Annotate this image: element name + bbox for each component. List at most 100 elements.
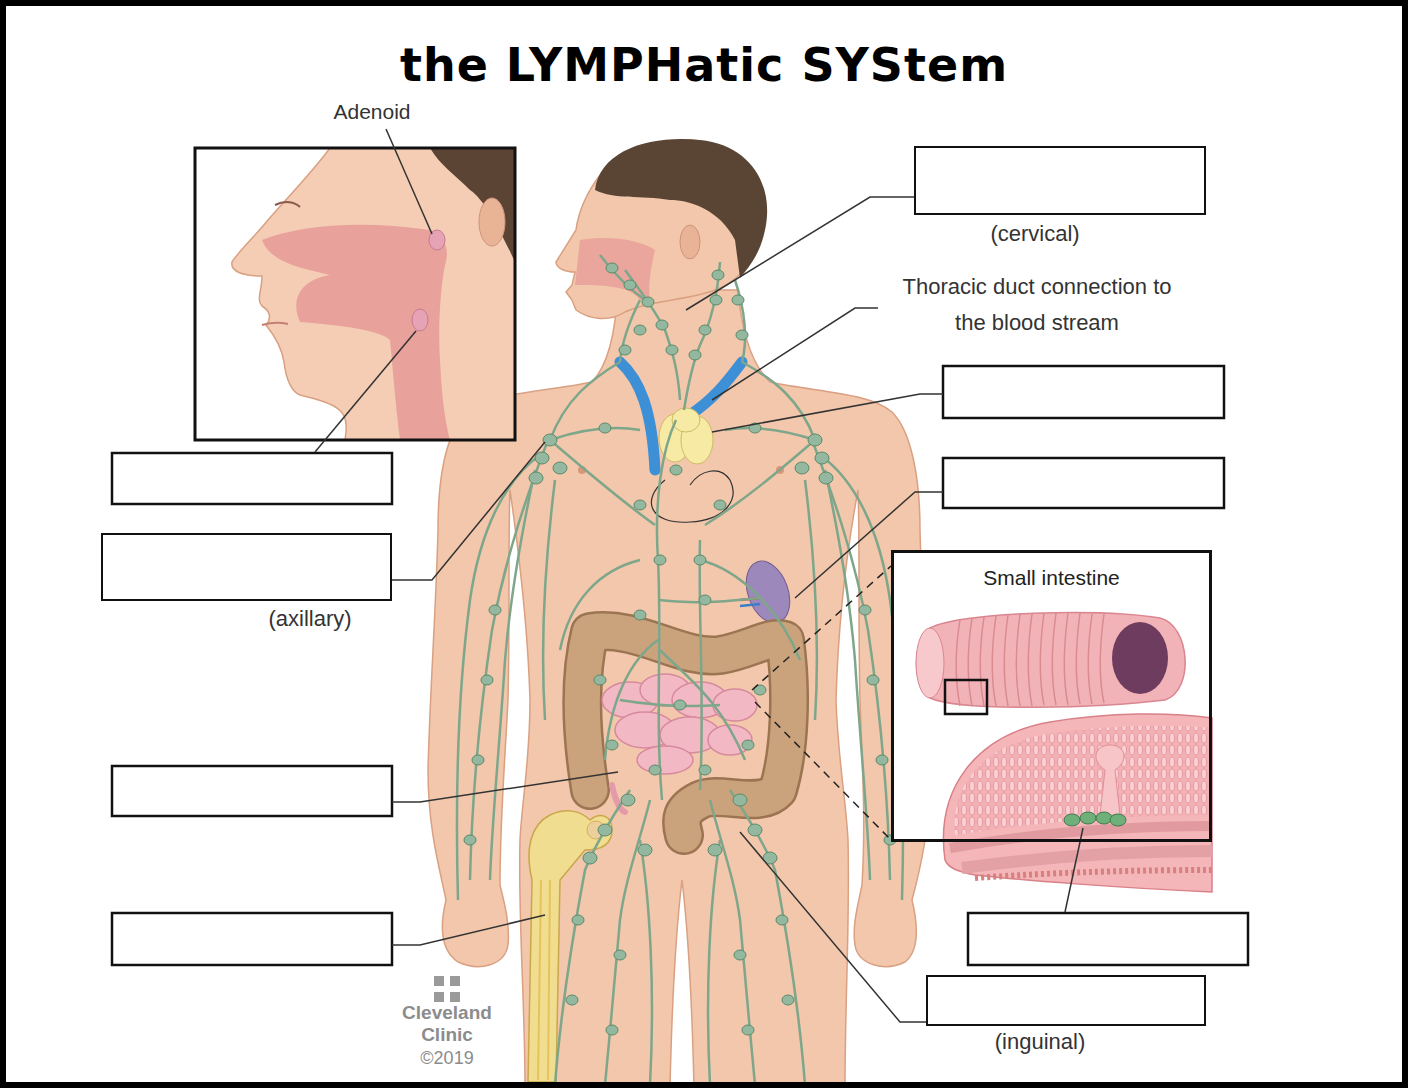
sublabel-holder: (axillary)	[268, 605, 351, 633]
lymph-node	[529, 472, 543, 484]
lymph-vessel	[470, 440, 548, 880]
intestine-lumen	[1112, 622, 1168, 694]
peyers-patch	[1064, 812, 1126, 826]
label-box	[914, 146, 1206, 215]
part-label: Thoracic duct connection to the blood st…	[887, 269, 1187, 341]
lymph-vessel	[605, 640, 658, 760]
lymph-node	[481, 675, 493, 685]
lymph-vessel	[700, 540, 702, 790]
answer-box	[112, 366, 1248, 965]
lymph-node	[553, 462, 567, 474]
panel-title-holder: Small intestine	[894, 565, 1209, 591]
airway	[262, 225, 450, 440]
sublabel-holder: (cervical)	[990, 220, 1079, 248]
airway-shading	[575, 238, 655, 300]
lymph-node	[819, 472, 833, 484]
tonsil	[412, 309, 428, 331]
region-sublabel: (axillary)	[268, 605, 351, 633]
lymph-vessel	[805, 480, 817, 720]
face-profile	[232, 148, 515, 440]
peyers-patch	[1096, 812, 1112, 824]
colon	[582, 631, 789, 835]
part-label: Adenoid	[333, 99, 410, 125]
face-inset	[232, 148, 515, 440]
lymph-node	[656, 320, 668, 330]
leader-line	[315, 331, 416, 452]
leader-line	[392, 442, 545, 580]
leader-line	[315, 129, 1083, 1022]
region-box: (inguinal)	[926, 975, 1206, 1056]
answer-box	[112, 453, 392, 504]
lymph-node	[808, 434, 822, 446]
lymph-vessel	[457, 455, 540, 900]
lymph-node	[606, 1025, 618, 1035]
lymph-vessel	[725, 428, 815, 440]
leader-line	[755, 702, 891, 840]
lymph-vessel	[550, 428, 640, 440]
lymph-node	[624, 280, 636, 290]
lymph-vessel	[705, 440, 815, 525]
lymph-node	[795, 462, 809, 474]
lymph-node	[599, 423, 611, 433]
lymph-vessel	[657, 420, 676, 800]
lymph-node	[694, 555, 706, 565]
mouth	[262, 323, 288, 325]
vein	[740, 604, 760, 606]
lymph-vessel	[735, 280, 745, 362]
muscle-layer	[975, 870, 1212, 878]
lymph-node	[621, 794, 635, 806]
logo-icon	[434, 976, 460, 1002]
lymph-node	[606, 263, 618, 273]
spleen	[738, 555, 797, 629]
lymph-node	[742, 740, 754, 750]
leader-line	[752, 566, 891, 690]
logo-icon	[434, 976, 444, 986]
logo-icon	[434, 992, 444, 1002]
lymph-node	[708, 844, 722, 856]
lymph-node	[742, 1025, 754, 1035]
femur	[528, 811, 612, 1082]
label-box	[926, 975, 1206, 1026]
answer-box	[968, 913, 1248, 965]
lymph-vessel	[708, 840, 720, 1085]
lymph-node	[710, 295, 722, 305]
muscle-layer	[962, 851, 1212, 868]
panel-title: Small intestine	[894, 565, 1209, 591]
lymph-node	[699, 595, 711, 605]
lymph-vessel	[605, 800, 650, 1085]
inset-panel: Small intestine	[891, 550, 1212, 842]
lymph-node	[734, 950, 746, 960]
lymph-vessel	[560, 560, 640, 650]
lymph-node	[736, 330, 748, 340]
answer-box	[943, 458, 1224, 508]
lymph-vessel	[812, 440, 890, 880]
lymph-node	[867, 675, 879, 685]
crypt-fold	[1096, 745, 1124, 815]
lymph-node	[699, 325, 711, 335]
lymph-node	[689, 350, 701, 360]
thymus	[672, 408, 700, 432]
leader-line	[795, 492, 943, 598]
ear	[680, 225, 700, 259]
peyers-patch	[1064, 814, 1080, 826]
lymph-vessel	[550, 440, 655, 525]
leader-line	[686, 197, 914, 310]
lymph-vessel	[825, 470, 870, 880]
lymph-node	[732, 295, 744, 305]
leader-line	[392, 772, 618, 802]
lymph-node	[712, 270, 724, 280]
bone-marrow	[538, 880, 550, 1080]
label-holder: Cleveland Clinic	[392, 1002, 502, 1046]
inset-border	[195, 148, 515, 440]
lymph-node	[634, 325, 646, 335]
lymph-node	[472, 755, 484, 765]
lymph-node	[649, 765, 661, 775]
zoom-square	[945, 680, 987, 714]
label-holder: Adenoid	[333, 99, 410, 125]
lymph-vessel	[490, 470, 535, 880]
peyers-patch	[1080, 812, 1096, 824]
peyers-patch	[1110, 814, 1126, 826]
lymph-node	[638, 844, 652, 856]
lymph-node	[815, 452, 829, 464]
